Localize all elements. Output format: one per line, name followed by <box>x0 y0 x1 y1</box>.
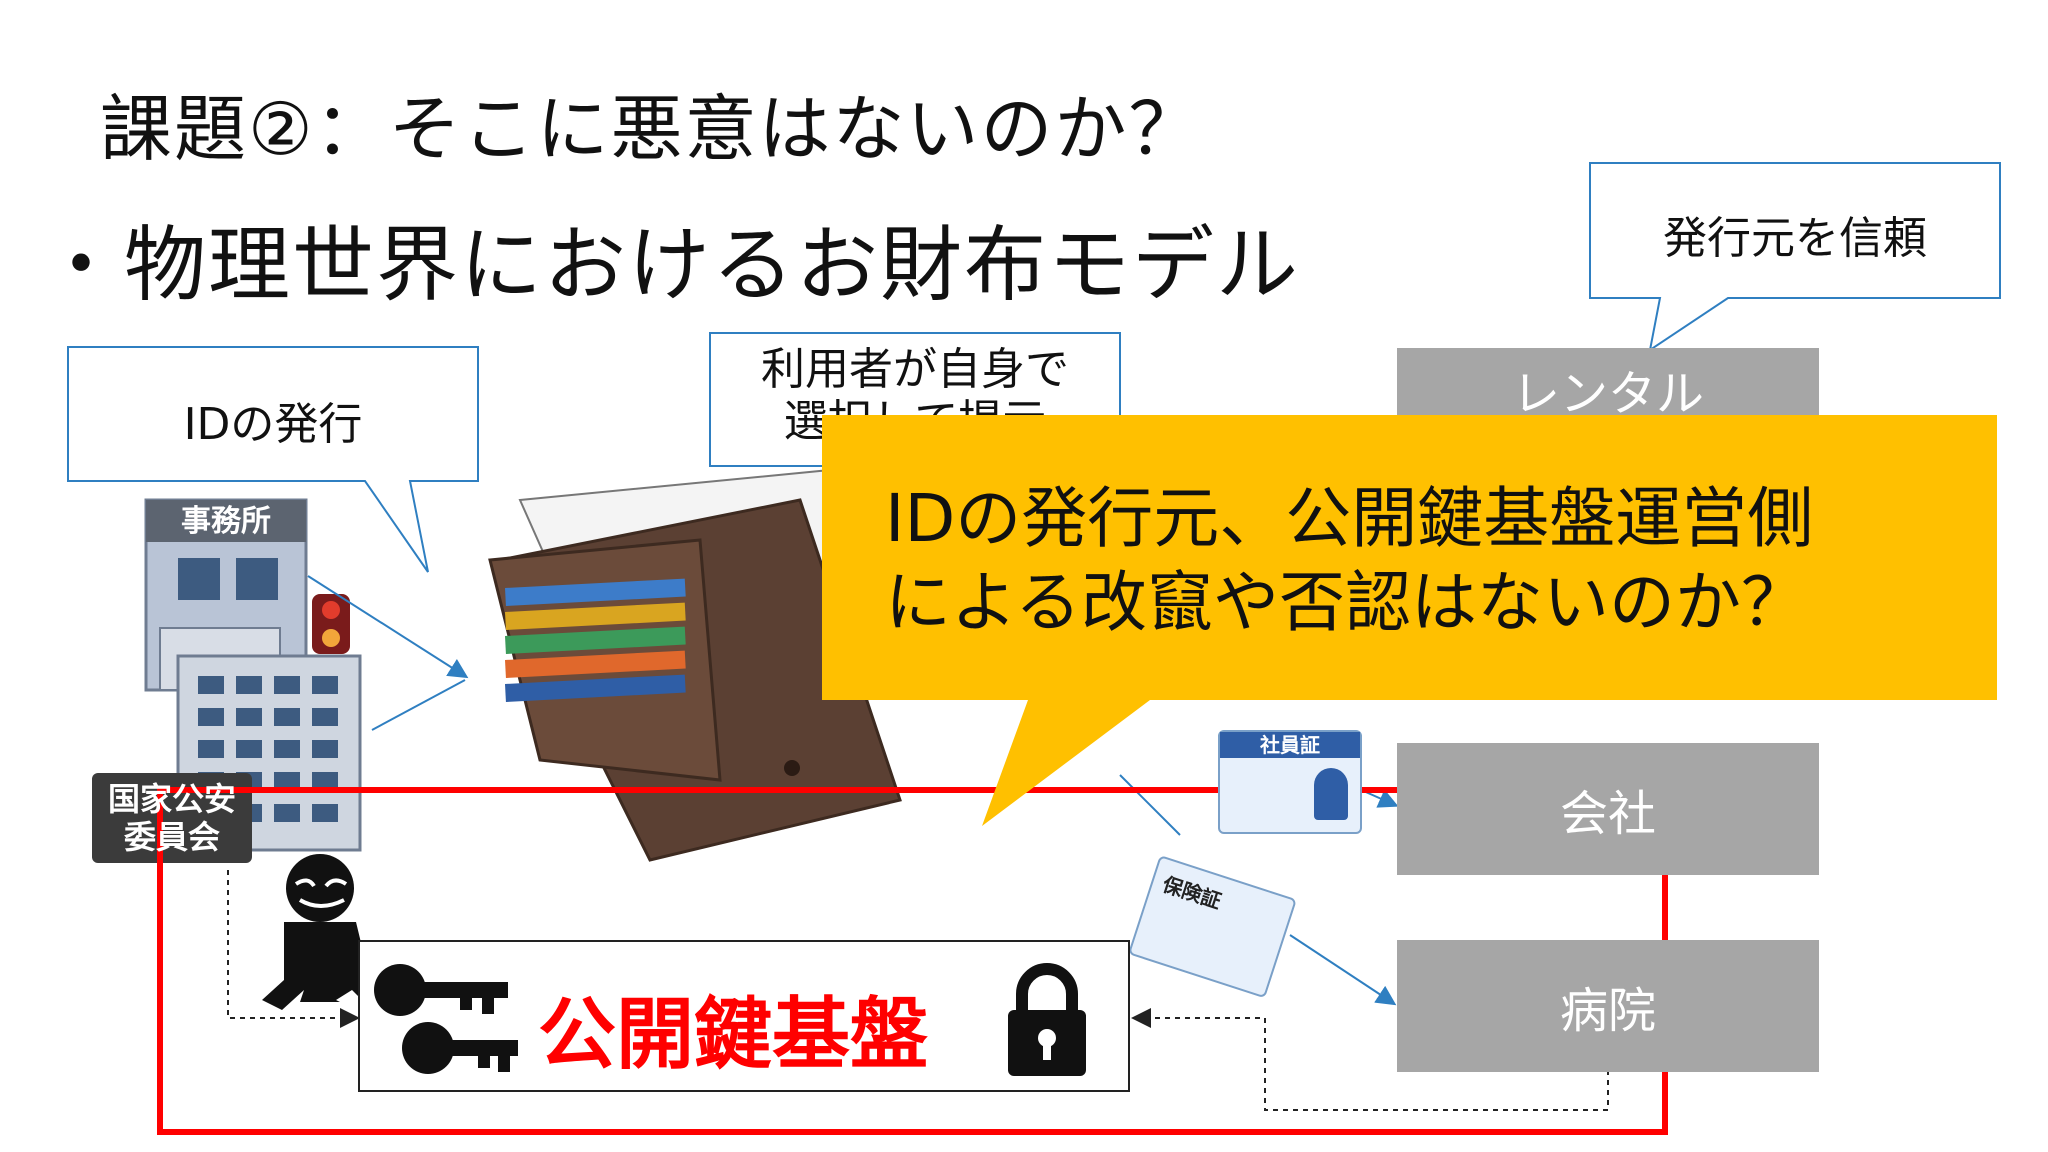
employee-id-card: 社員証 <box>1218 730 1362 834</box>
slide-subtitle: ・物理世界におけるお財布モデル <box>40 218 1301 313</box>
verifier-company-label: 会社 <box>1559 786 1656 842</box>
employee-id-card-title: 社員証 <box>1220 732 1360 758</box>
verifier-rental: レンタル <box>1397 348 1819 422</box>
callout-trust-issuer: 発行元を信頼 <box>1663 213 1927 264</box>
callout-issue-id: IDの発行 <box>183 399 363 450</box>
speech-bubble-line1: IDの発行元、公開鍵基盤運営側 <box>885 480 1814 557</box>
office-sign: 事務所 <box>181 504 271 539</box>
verifier-hospital: 病院 <box>1397 940 1819 1072</box>
police-sign-line1: 国家公安 <box>107 780 236 818</box>
callout-user-select-line1: 利用者が自身で <box>761 344 1069 395</box>
police-sign-board <box>92 773 252 863</box>
speech-bubble-text: IDの発行元、公開鍵基盤運営側 による改竄や否認はないのか？ <box>885 477 1813 645</box>
callout-issue-id-shape <box>67 346 479 573</box>
police-sign-line2: 委員会 <box>123 818 220 856</box>
police-sign: 国家公安 委員会 <box>92 780 252 856</box>
pki-box: 公開鍵基盤 <box>358 940 1130 1092</box>
lock-icon <box>1008 963 1086 1076</box>
slide-title: 課題②：そこに悪意はないのか？ <box>100 87 1203 171</box>
key-icon <box>374 964 518 1074</box>
callout-trust-shape <box>1589 162 2001 353</box>
verifier-hospital-label: 病院 <box>1559 983 1656 1039</box>
wallet-illustration <box>488 468 902 862</box>
speech-bubble-line2: による改竄や否認はないのか？ <box>885 564 1808 641</box>
verifier-company: 会社 <box>1397 743 1819 875</box>
traffic-signal-illustration <box>312 594 350 654</box>
verifier-rental-label: レンタル <box>1511 366 1704 422</box>
pki-label: 公開鍵基盤 <box>538 990 929 1080</box>
avatar <box>1314 768 1348 820</box>
